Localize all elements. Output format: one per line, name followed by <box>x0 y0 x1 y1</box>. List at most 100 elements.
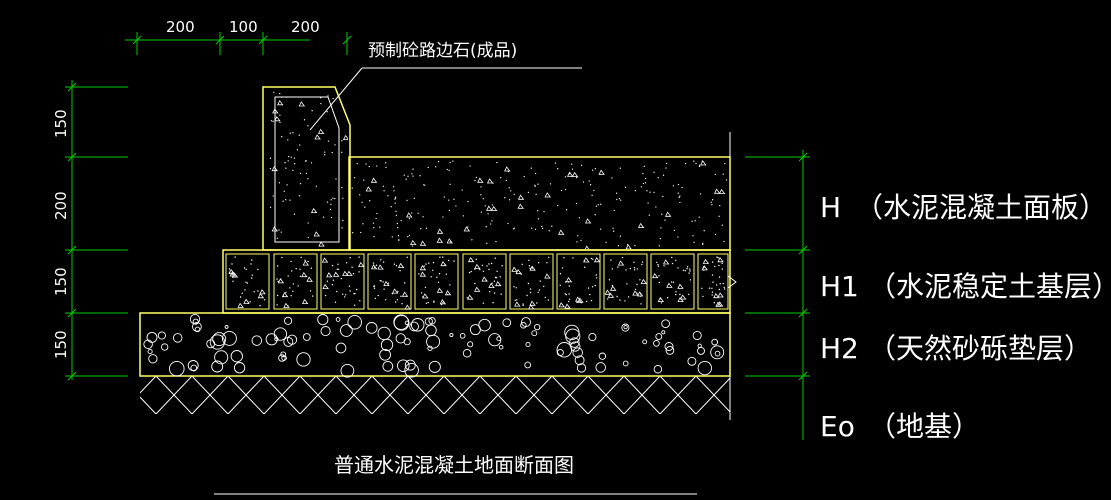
speckle-dot <box>249 301 251 303</box>
speckle-dot <box>722 173 724 175</box>
speckle-dot <box>660 302 663 304</box>
aggregate-mark <box>717 257 724 263</box>
speckle-dot <box>571 163 573 165</box>
speckle-dot <box>406 199 408 202</box>
speckle-dot <box>276 304 278 306</box>
speckle-dot <box>616 295 618 298</box>
speckle-dot <box>307 125 309 127</box>
speckle-dot <box>425 302 428 304</box>
speckle-dot <box>611 268 613 270</box>
aggregate-mark <box>272 108 279 114</box>
layer-label-eo-code: Eo <box>820 410 855 443</box>
speckle-dot <box>279 121 281 124</box>
speckle-dot <box>485 226 487 228</box>
speckle-dot <box>684 162 687 165</box>
speckle-dot <box>269 167 272 170</box>
speckle-dot <box>326 280 329 282</box>
speckle-dot <box>292 132 294 134</box>
speckle-dot <box>376 212 378 215</box>
speckle-dot <box>653 191 655 194</box>
aggregate-mark <box>495 280 502 287</box>
speckle-dot <box>326 111 328 113</box>
aggregate-mark <box>584 245 590 249</box>
speckle-dot <box>582 181 585 183</box>
speckle-dot <box>677 267 679 269</box>
gravel-circle <box>410 318 425 332</box>
gravel-circle <box>502 318 512 328</box>
speckle-dot <box>448 169 450 172</box>
aggregate-mark <box>358 261 365 267</box>
speckle-dot <box>286 184 288 186</box>
speckle-dot <box>285 291 287 294</box>
gravel-circle <box>172 333 183 343</box>
gravel-circle <box>655 333 663 341</box>
speckle-dot <box>396 222 398 225</box>
aggregate-mark <box>490 205 498 211</box>
gravel-circle <box>212 332 227 347</box>
speckle-dot <box>362 223 364 225</box>
speckle-dot <box>404 282 406 284</box>
top-dimension-1: 200 <box>166 18 195 36</box>
speckle-dot <box>693 160 695 162</box>
gravel-circle <box>233 362 246 374</box>
speckle-dot <box>380 259 382 261</box>
speckle-dot <box>529 267 531 269</box>
speckle-dot <box>508 199 511 201</box>
speckle-dot <box>549 183 552 185</box>
speckle-dot <box>718 215 720 217</box>
speckle-dot <box>716 256 718 258</box>
speckle-dot <box>702 242 704 244</box>
speckle-dot <box>257 290 259 292</box>
speckle-dot <box>287 160 289 162</box>
speckle-dot <box>586 300 588 303</box>
gravel-circle <box>404 362 419 378</box>
speckle-dot <box>444 264 446 266</box>
speckle-dot <box>624 300 626 302</box>
speckle-dot <box>629 267 631 270</box>
gravel-circle <box>664 342 674 351</box>
speckle-dot <box>299 144 301 146</box>
speckle-dot <box>595 274 597 276</box>
speckle-dot <box>619 167 621 169</box>
speckle-dot <box>658 275 660 277</box>
gravel-circle <box>280 351 287 358</box>
speckle-dot <box>417 212 419 214</box>
gravel-circle <box>169 360 185 377</box>
speckle-dot <box>292 283 295 285</box>
speckle-dot <box>379 226 381 228</box>
speckle-dot <box>485 280 487 282</box>
speckle-dot <box>293 213 296 215</box>
gravel-circle <box>273 327 288 341</box>
aggregate-mark <box>321 257 329 263</box>
speckle-dot <box>526 294 528 297</box>
speckle-dot <box>596 277 598 279</box>
hatch-line <box>140 376 157 394</box>
speckle-dot <box>593 189 595 192</box>
gravel-circle <box>221 330 237 346</box>
speckle-dot <box>245 268 247 270</box>
base-block <box>603 253 648 310</box>
speckle-dot <box>571 168 574 170</box>
hatch-line <box>695 377 730 414</box>
speckle-dot <box>653 171 655 173</box>
gravel-circle <box>449 332 454 338</box>
speckle-dot <box>331 284 334 286</box>
hatch-line <box>155 376 193 414</box>
gravel-circle <box>278 354 286 362</box>
speckle-dot <box>656 261 658 264</box>
speckle-dot <box>413 197 415 199</box>
speckle-dot <box>711 274 714 276</box>
speckle-dot <box>356 288 358 291</box>
speckle-dot <box>482 302 485 304</box>
speckle-dot <box>253 291 255 293</box>
speckle-dot <box>492 302 494 304</box>
speckle-dot <box>278 182 281 184</box>
speckle-dot <box>537 262 540 264</box>
speckle-dot <box>591 194 593 196</box>
aggregate-mark <box>657 296 665 302</box>
speckle-dot <box>394 202 396 204</box>
hatch-line <box>551 376 589 414</box>
speckle-dot <box>480 211 483 213</box>
gravel-circle <box>595 362 606 373</box>
gravel-circle <box>665 346 675 355</box>
